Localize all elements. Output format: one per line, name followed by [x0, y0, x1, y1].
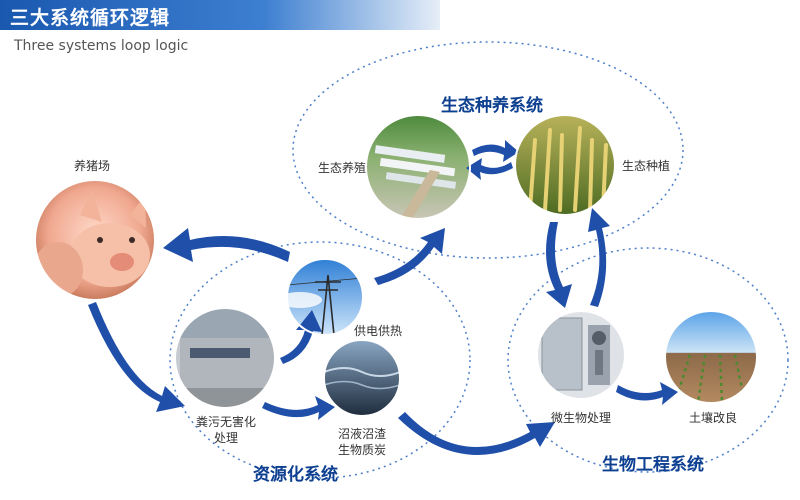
eco-planting-label: 生态种植	[622, 159, 671, 173]
soil-improvement-label: 土壤改良	[689, 411, 738, 425]
soil-improvement-photo	[665, 311, 757, 403]
manure-treatment-photo	[175, 308, 275, 408]
title-bar: 三大系统循环逻辑	[0, 0, 440, 30]
eco-breeding-photo	[366, 115, 470, 219]
ecological-system-boundary	[292, 41, 684, 259]
pig-farm-label: 养猪场	[74, 159, 111, 173]
page-subtitle: Three systems loop logic	[14, 38, 189, 54]
arrow-treatment-to-biogas	[262, 396, 335, 420]
arrow-power-to-pigfarm	[163, 228, 290, 262]
bioengineering-system-label: 生物工程系统	[602, 455, 704, 475]
arrow-power-to-ecological	[374, 228, 445, 285]
arrow-breeding-to-planting	[472, 140, 519, 162]
ecological-system-label: 生态种养系统	[441, 96, 543, 116]
arrow-bioengineering-to-ecological	[588, 208, 610, 307]
arrow-treatment-to-power	[280, 310, 322, 364]
pig-farm-photo	[35, 180, 155, 300]
arrow-resource-to-bioengineering	[398, 412, 555, 455]
arrow-planting-to-breeding	[466, 158, 513, 180]
power-heat-label: 供电供热	[354, 324, 403, 338]
resource-system-boundary	[169, 241, 471, 479]
arrow-pigfarm-to-treatment	[88, 302, 185, 412]
biogas-residue-photo	[324, 340, 400, 416]
microbial-treatment-label: 微生物处理	[551, 411, 612, 425]
microbial-treatment-photo	[537, 311, 625, 399]
eco-breeding-label: 生态养殖	[318, 161, 367, 175]
eco-planting-photo	[515, 115, 615, 215]
arrow-microbial-to-soil	[616, 382, 678, 405]
resource-system-label: 资源化系统	[253, 465, 338, 485]
page-title: 三大系统循环逻辑	[10, 7, 171, 29]
power-heat-photo	[287, 259, 363, 335]
manure-treatment-label: 粪污无害化处理	[196, 415, 257, 445]
biogas-residue-label: 沼液沼渣生物质炭	[337, 427, 386, 457]
arrow-ecological-to-bioengineering	[546, 222, 572, 308]
bioengineering-system-boundary	[507, 247, 789, 473]
flow-arrows	[88, 140, 678, 455]
